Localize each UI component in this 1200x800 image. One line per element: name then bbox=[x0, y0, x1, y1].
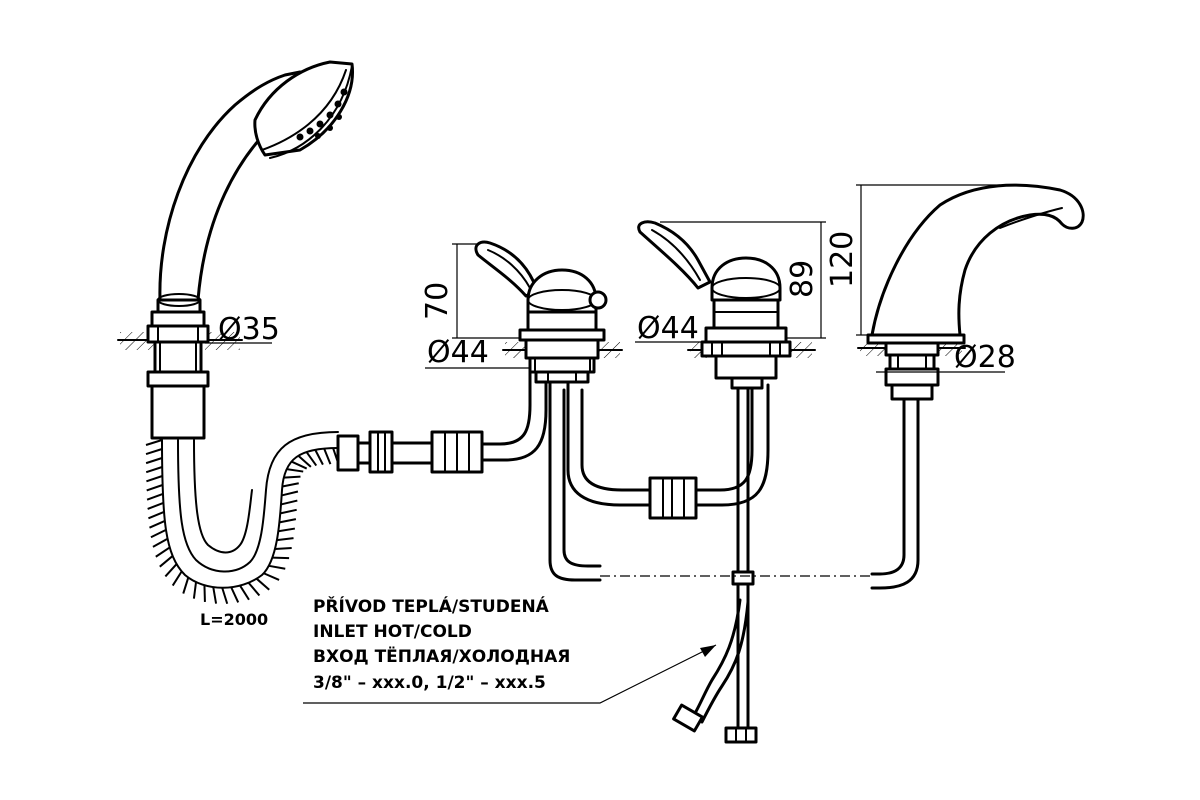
shower-holder bbox=[117, 310, 243, 440]
right-mixer-height-label: 89 bbox=[785, 260, 820, 298]
diverter-pipes bbox=[480, 368, 652, 582]
left-mixer-height-label: 70 bbox=[420, 282, 455, 320]
note-line-2: INLET HOT/COLD bbox=[313, 622, 472, 642]
left-mixer-diameter-label: Ø44 bbox=[427, 335, 489, 370]
center-coupling bbox=[648, 383, 770, 520]
dimension-left-mixer-diameter: Ø44 bbox=[425, 335, 530, 370]
shower-hose: L=2000 bbox=[145, 431, 340, 629]
shower-diameter-label: Ø35 bbox=[218, 312, 280, 347]
dimension-shower-diameter: Ø35 bbox=[205, 312, 280, 347]
hand-shower bbox=[156, 60, 354, 318]
dimension-right-mixer-diameter: Ø44 bbox=[635, 311, 706, 346]
spout bbox=[857, 183, 1085, 590]
hose-connectors bbox=[336, 430, 484, 474]
spout-diameter-label: Ø28 bbox=[954, 340, 1016, 375]
hose-length-label: L=2000 bbox=[200, 610, 268, 629]
note-line-3: ВХОД ТЁПЛАЯ/ХОЛОДНАЯ bbox=[313, 645, 570, 667]
dimension-spout-height: 120 bbox=[825, 184, 1000, 336]
left-mixer bbox=[474, 240, 623, 384]
dimension-spout-diameter: Ø28 bbox=[876, 340, 1016, 375]
note-line-1: PŘÍVOD TEPLÁ/STUDENÁ bbox=[313, 595, 550, 617]
dimension-left-mixer-height: 70 bbox=[420, 243, 520, 339]
dimension-right-mixer-height: 89 bbox=[660, 221, 826, 339]
right-mixer bbox=[637, 220, 816, 744]
note-line-4: 3/8" – xxx.0, 1/2" – xxx.5 bbox=[313, 673, 546, 693]
right-mixer-diameter-label: Ø44 bbox=[637, 311, 699, 346]
inlet-note: PŘÍVOD TEPLÁ/STUDENÁ INLET HOT/COLD ВХОД… bbox=[303, 595, 717, 704]
spout-height-label: 120 bbox=[825, 231, 860, 288]
